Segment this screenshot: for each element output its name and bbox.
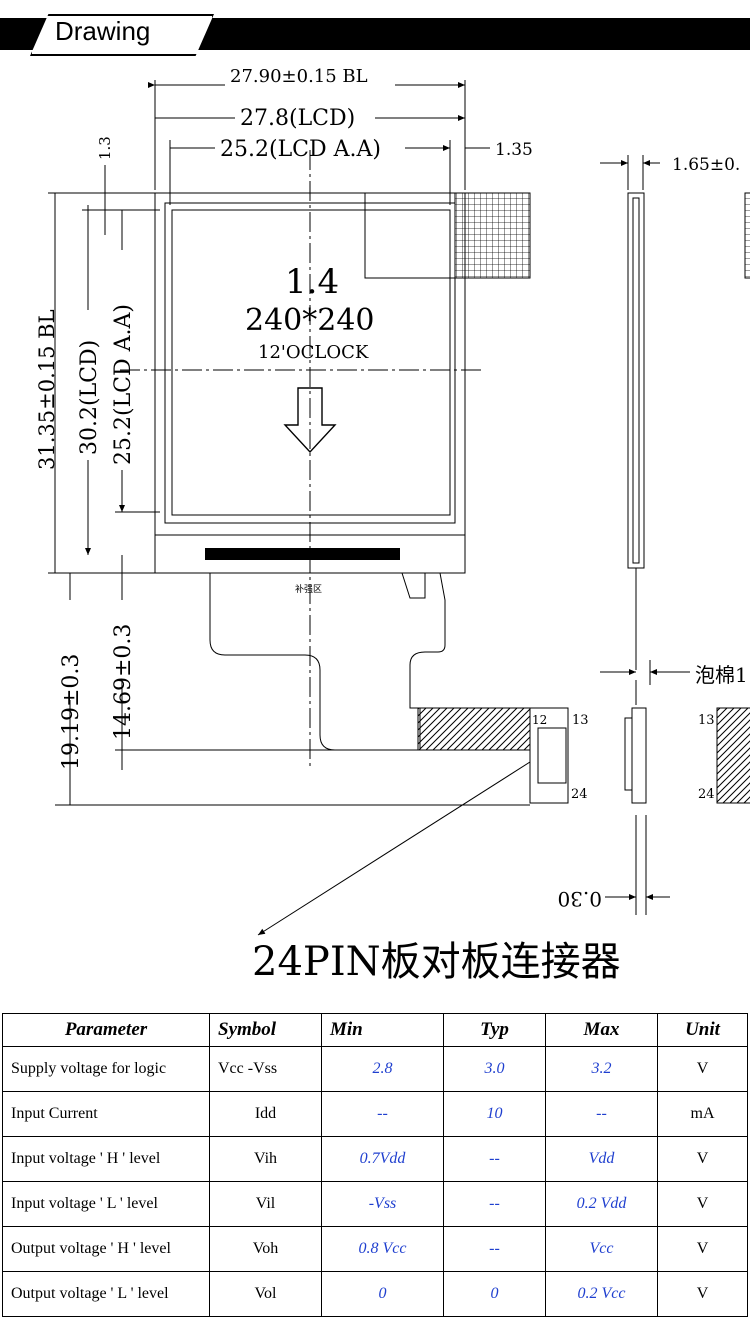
dim-fpc-long: 19.19±0.3 (59, 654, 84, 770)
connector-label: 24PIN板对板连接器 (252, 939, 621, 985)
max-cell: 0.2 Vcc (545, 1271, 658, 1317)
table-row: Input Current Idd -- 10 -- mA (2, 1091, 748, 1137)
max-cell: 3.2 (545, 1046, 658, 1092)
col-min: Min (321, 1013, 444, 1047)
fpc-cable (209, 572, 446, 751)
max-cell: Vcc (545, 1226, 658, 1272)
unit-cell: mA (657, 1091, 748, 1137)
spec-table: Parameter Symbol Min Typ Max Unit Supply… (2, 1013, 748, 1317)
dim-right-offset: 1.35 (495, 140, 533, 160)
symbol-cell: Vol (209, 1271, 322, 1317)
col-parameter: Parameter (2, 1013, 210, 1047)
dim-overall-width: 27.90±0.15 BL (230, 66, 368, 87)
unit-cell: V (657, 1181, 748, 1227)
symbol-cell: Idd (209, 1091, 322, 1137)
col-typ: Typ (443, 1013, 546, 1047)
dim-thickness: 1.65±0. (672, 155, 740, 175)
connector-thickness: 0.30 (557, 887, 602, 911)
unit-cell: V (657, 1136, 748, 1182)
max-cell: 0.2 Vdd (545, 1181, 658, 1227)
header-title: Drawing (55, 16, 151, 46)
unit-cell: V (657, 1046, 748, 1092)
max-cell: -- (545, 1091, 658, 1137)
symbol-cell: Voh (209, 1226, 322, 1272)
max-cell: Vdd (545, 1136, 658, 1182)
col-symbol: Symbol (209, 1013, 322, 1047)
unit-cell: V (657, 1271, 748, 1317)
min-cell: 0 (321, 1271, 444, 1317)
header-tab (30, 14, 214, 56)
symbol-cell: Vcc -Vss (209, 1046, 322, 1092)
param-cell: Output voltage ' H ' level (2, 1226, 210, 1272)
min-cell: 2.8 (321, 1046, 444, 1092)
orientation: 12'OCLOCK (258, 342, 369, 363)
param-cell: Input voltage ' H ' level (2, 1136, 210, 1182)
table-row: Output voltage ' H ' level Voh 0.8 Vcc -… (2, 1226, 748, 1272)
typ-cell: -- (443, 1226, 546, 1272)
min-cell: -Vss (321, 1181, 444, 1227)
typ-cell: 10 (443, 1091, 546, 1137)
dim-overall-height: 31.35±0.15 BL (35, 309, 59, 470)
dim-top-offset: 1.3 (96, 136, 114, 160)
min-cell: -- (321, 1091, 444, 1137)
fpc-mark: 补强区 (295, 583, 322, 595)
dim-fpc-short: 14.69±0.3 (111, 624, 136, 740)
min-cell: 0.8 Vcc (321, 1226, 444, 1272)
typ-cell: -- (443, 1181, 546, 1227)
param-cell: Output voltage ' L ' level (2, 1271, 210, 1317)
typ-cell: 3.0 (443, 1046, 546, 1092)
typ-cell: 0 (443, 1271, 546, 1317)
param-cell: Supply voltage for logic (2, 1046, 210, 1092)
resolution: 240*240 (245, 303, 375, 338)
table-header-row: Parameter Symbol Min Typ Max Unit (2, 1013, 748, 1047)
symbol-cell: Vil (209, 1181, 322, 1227)
side-view (627, 192, 645, 569)
pin-24: 24 (571, 787, 588, 802)
pin-13: 13 (572, 713, 589, 728)
lcd-drawing: 27.90±0.15 BL 27.8(LCD) 25.2(LCD A.A) 1.… (35, 66, 750, 985)
param-cell: Input voltage ' L ' level (2, 1181, 210, 1227)
dim-lcd-width: 27.8(LCD) (240, 106, 355, 131)
pin-24-side: 24 (698, 787, 715, 802)
symbol-cell: Vih (209, 1136, 322, 1182)
pin-13-side: 13 (698, 713, 715, 728)
col-max: Max (545, 1013, 658, 1047)
min-cell: 0.7Vdd (321, 1136, 444, 1182)
dim-aa-height: 25.2(LCD A.A) (111, 304, 136, 465)
foam-label: 泡棉1 (695, 663, 748, 687)
unit-cell: V (657, 1226, 748, 1272)
table-row: Output voltage ' L ' level Vol 0 0 0.2 V… (2, 1271, 748, 1317)
dim-aa-width: 25.2(LCD A.A) (220, 137, 381, 162)
col-unit: Unit (657, 1013, 748, 1047)
table-row: Input voltage ' H ' level Vih 0.7Vdd -- … (2, 1136, 748, 1182)
screen-size: 1.4 (285, 262, 339, 302)
pin-12: 12 (532, 713, 547, 727)
param-cell: Input Current (2, 1091, 210, 1137)
table-row: Supply voltage for logic Vcc -Vss 2.8 3.… (2, 1046, 748, 1092)
typ-cell: -- (443, 1136, 546, 1182)
dim-lcd-height: 30.2(LCD) (77, 340, 102, 455)
table-row: Input voltage ' L ' level Vil -Vss -- 0.… (2, 1181, 748, 1227)
